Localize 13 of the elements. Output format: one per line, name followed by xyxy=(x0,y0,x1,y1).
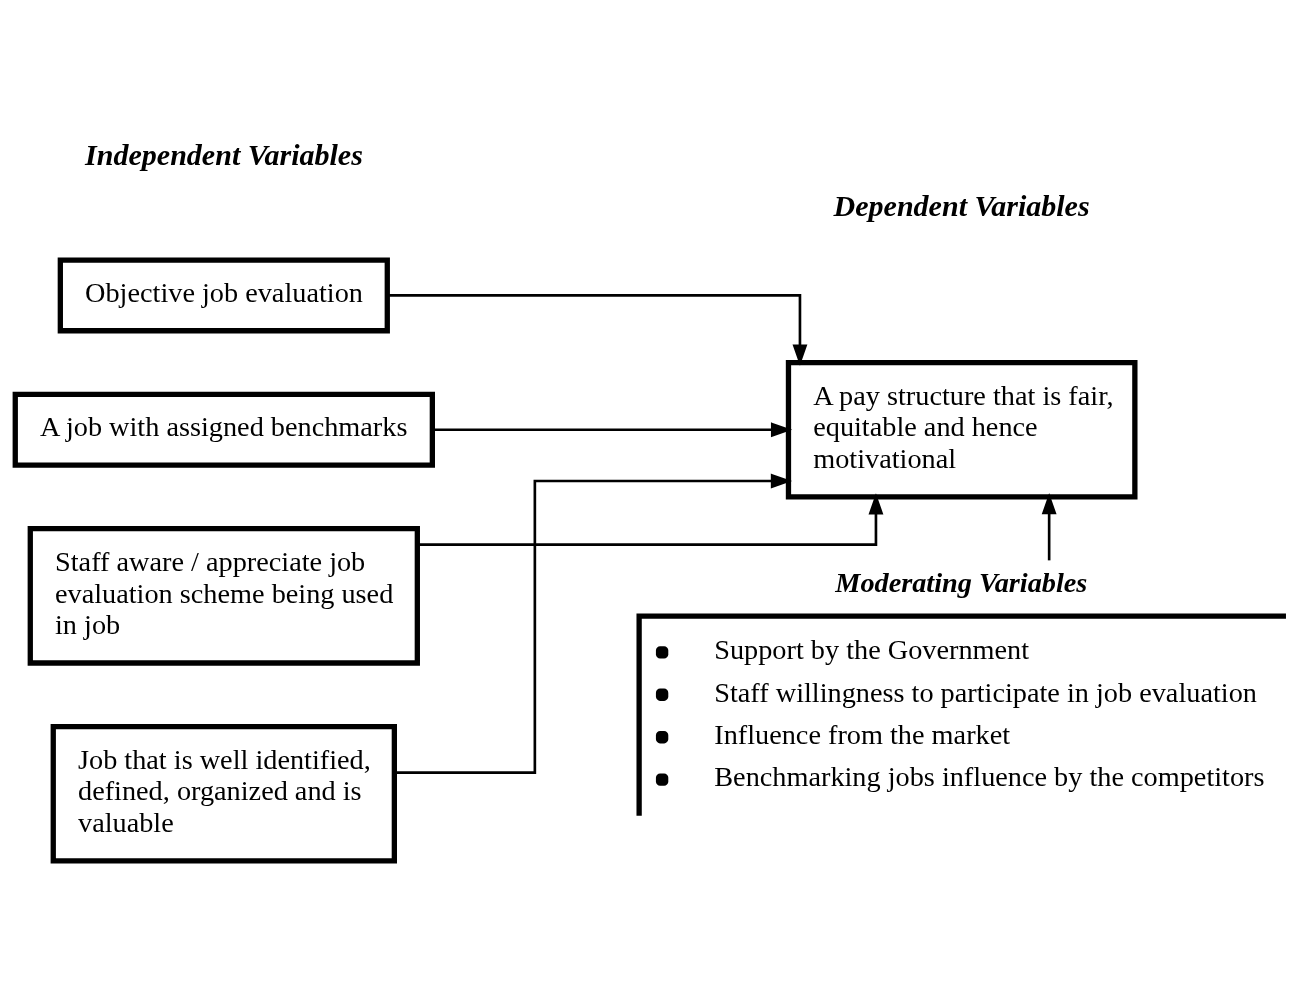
node-box: Staff aware / appreciate job evaluation scheme being used in job xyxy=(27,526,420,666)
node-box: A job with assigned benchmarks xyxy=(12,391,435,468)
arrow xyxy=(417,493,884,546)
label: Dependent Variables xyxy=(833,189,1090,223)
node-box: A pay structure that is fair, equitable and hence motivational xyxy=(785,359,1138,500)
node-box: Objective job evaluation xyxy=(57,257,390,334)
arrow xyxy=(432,422,793,438)
arrow xyxy=(387,294,808,366)
arrow xyxy=(394,473,793,774)
node-text: Moderating Variables Support by the Government Staff willingness to participate in job evaluation Influence from the market Benchmarking jobs influence by the competitors xyxy=(714,566,1265,793)
arrow xyxy=(1041,493,1057,561)
label: Independent Variables xyxy=(85,137,363,171)
node-box: Job that is well identified, defined, organized and is valuable xyxy=(50,723,397,864)
